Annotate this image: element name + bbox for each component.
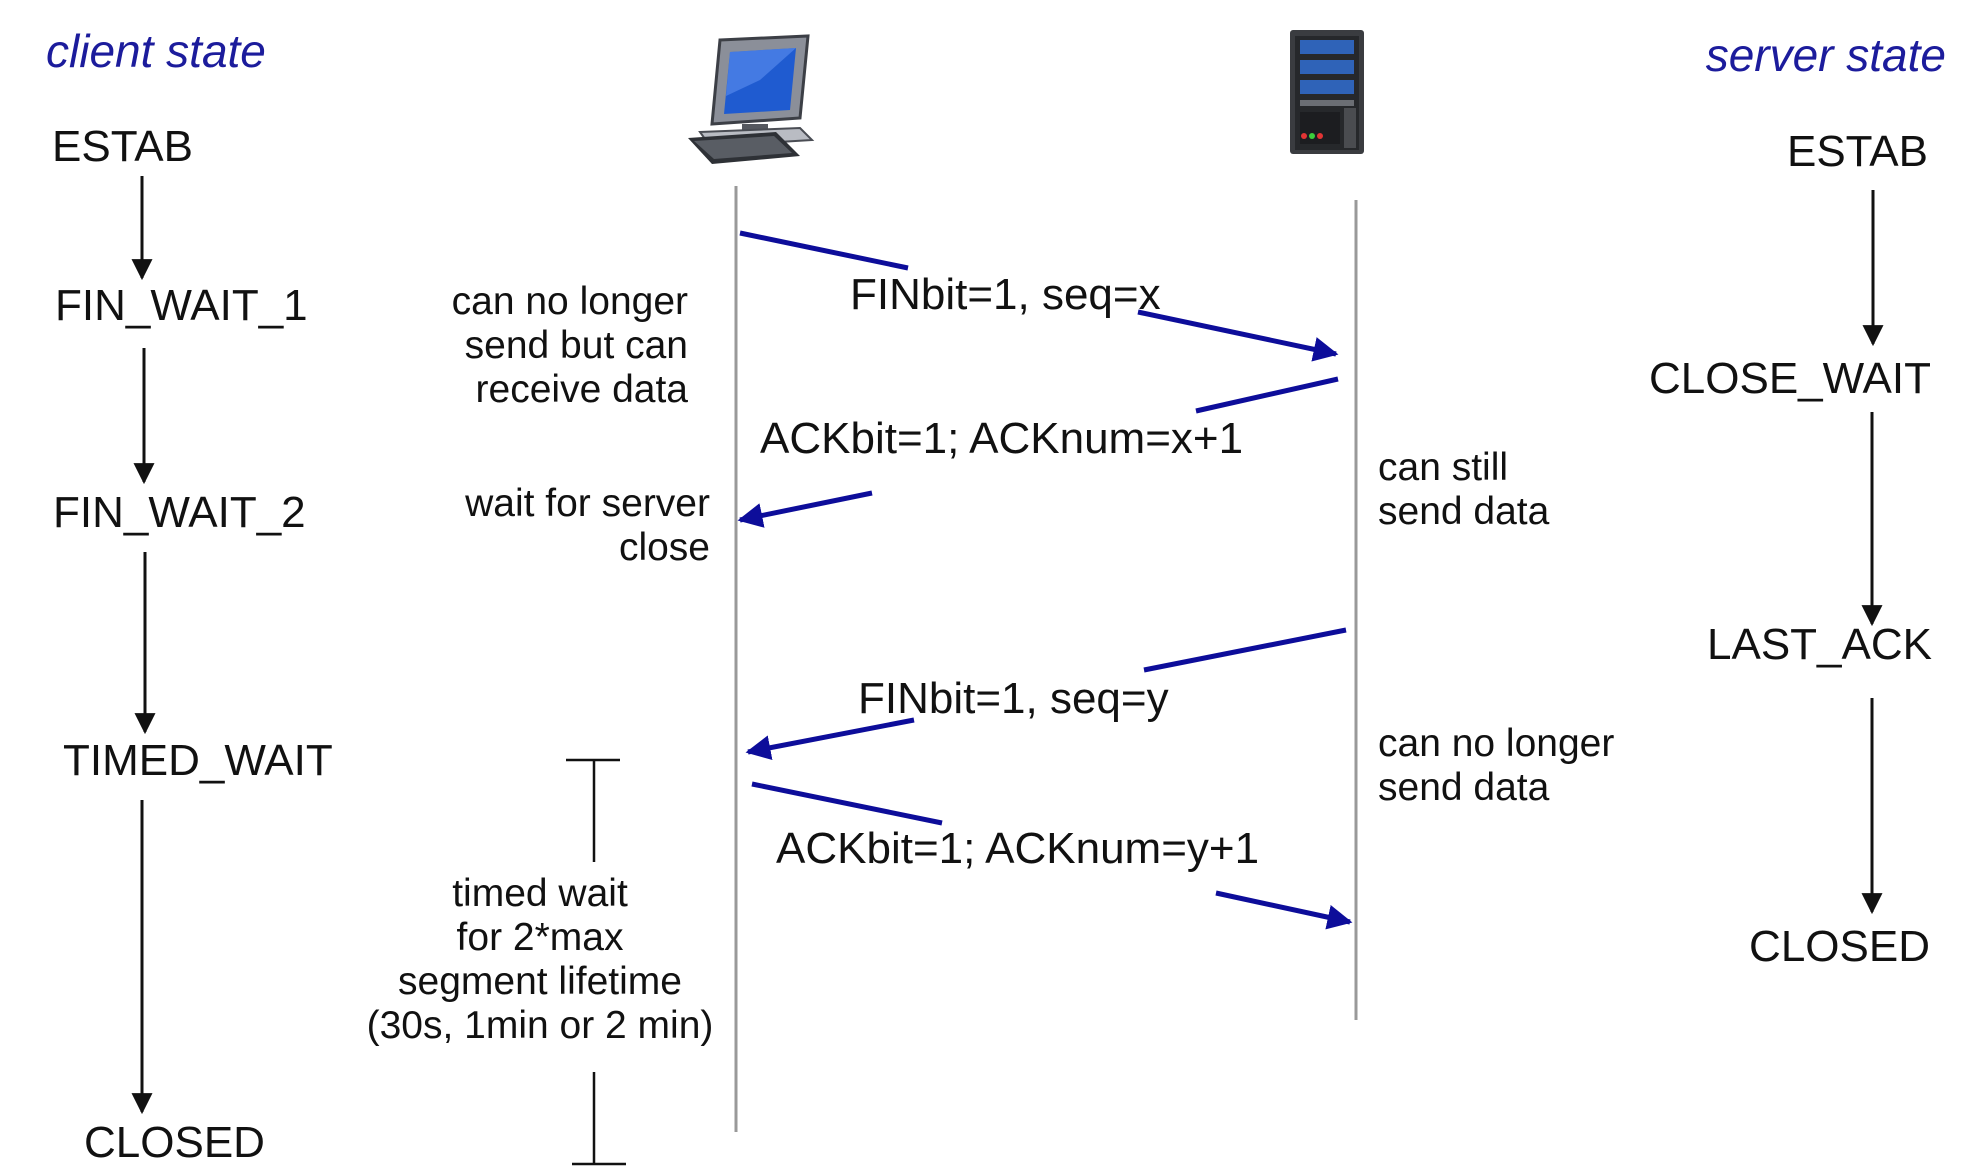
timed-wait-interval <box>566 758 626 1166</box>
server-state-last-ack: LAST_ACK <box>1707 620 1932 669</box>
client-state-arrows <box>131 176 156 1115</box>
note-line: can still <box>1378 446 1509 489</box>
client-state-estab: ESTAB <box>52 122 194 171</box>
note-fin-wait-2: wait for server close <box>465 482 710 570</box>
ack-y-arrow-tail <box>751 781 943 826</box>
note-line: for 2*max <box>456 916 624 960</box>
note-line: send data <box>1378 766 1550 810</box>
note-line: wait for server <box>465 482 710 525</box>
note-timed-wait: timed wait for 2*max segment lifetime (3… <box>300 872 780 1048</box>
fin-x-arrow-tail <box>739 230 909 271</box>
note-line: send but can <box>464 324 688 368</box>
note-line: timed wait <box>452 872 628 915</box>
message-ack-y: ACKbit=1; ACKnum=y+1 <box>776 824 1260 873</box>
note-line: (30s, 1min or 2 min) <box>366 1004 714 1048</box>
server-icon <box>1290 30 1364 154</box>
computer-icon <box>688 34 815 164</box>
note-last-ack: can no longer send data <box>1378 722 1614 810</box>
server-state-closed: CLOSED <box>1749 922 1930 971</box>
server-state-estab: ESTAB <box>1786 127 1928 176</box>
note-line: can no longer <box>451 280 688 323</box>
client-state-fin-wait-2: FIN_WAIT_2 <box>53 488 306 537</box>
note-line: can no longer <box>1378 722 1615 765</box>
message-fin-x: FINbit=1, seq=x <box>850 270 1161 319</box>
server-state-close-wait: CLOSE_WAIT <box>1649 354 1931 403</box>
message-fin-y: FINbit=1, seq=y <box>858 674 1169 723</box>
fin-y-arrow-head <box>745 717 915 761</box>
fin-x-arrow-head <box>1137 309 1339 362</box>
note-line: receive data <box>475 368 688 412</box>
ack-y-arrow-head <box>1215 890 1353 930</box>
client-state-fin-wait-1: FIN_WAIT_1 <box>55 281 308 330</box>
client-state-closed: CLOSED <box>84 1118 265 1167</box>
note-line: send data <box>1378 490 1550 534</box>
client-state-timed-wait: TIMED_WAIT <box>63 736 333 785</box>
note-line: segment lifetime <box>398 960 682 1004</box>
message-arrows <box>737 230 1353 930</box>
server-state-header: server state <box>1705 29 1946 81</box>
ack-x-arrow-head <box>737 490 873 528</box>
note-line: close <box>618 526 710 570</box>
note-fin-wait-1: can no longer send but can receive data <box>452 280 688 412</box>
server-state-arrows <box>1861 190 1884 915</box>
note-close-wait: can still send data <box>1378 446 1549 534</box>
client-state-header: client state <box>46 25 266 77</box>
ack-x-arrow-tail <box>1195 376 1339 414</box>
fin-y-arrow-tail <box>1143 627 1347 673</box>
message-ack-x: ACKbit=1; ACKnum=x+1 <box>760 414 1244 463</box>
